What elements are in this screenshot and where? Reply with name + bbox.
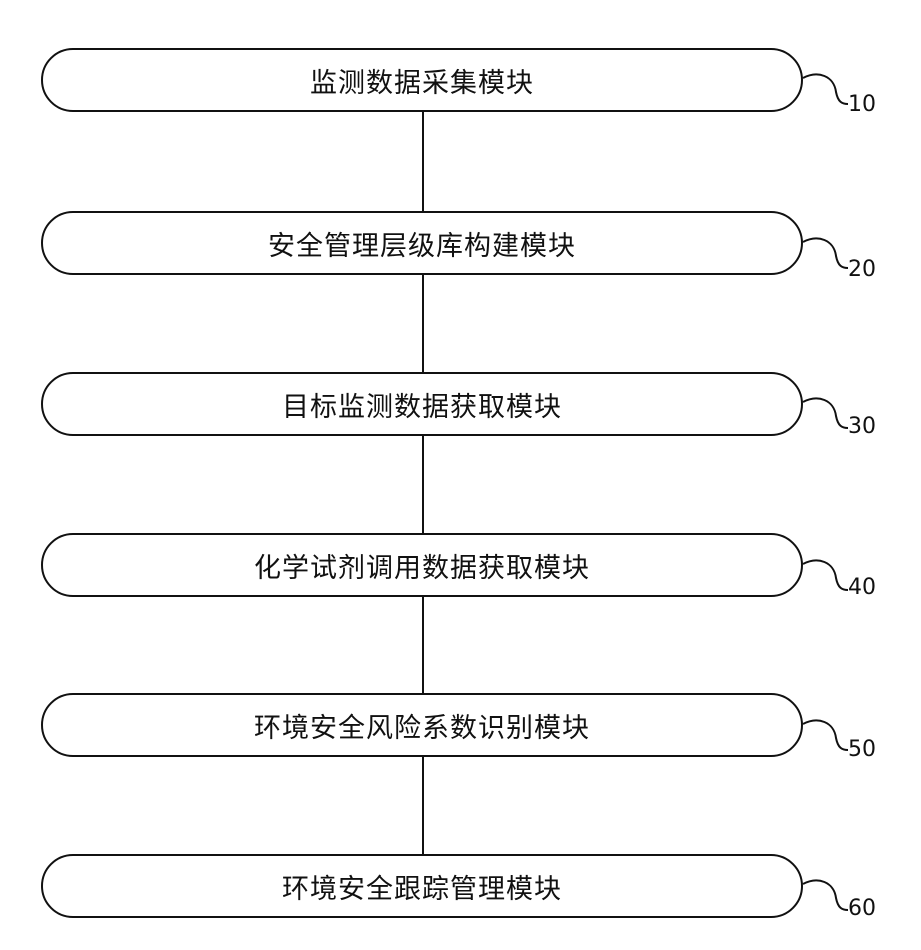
leader-30	[803, 398, 848, 428]
reference-number-10: 10	[848, 92, 876, 117]
module-60: 环境安全跟踪管理模块	[41, 854, 803, 918]
module-50: 环境安全风险系数识别模块	[41, 693, 803, 757]
leader-50	[803, 720, 848, 750]
leader-40	[803, 560, 848, 590]
leader-60	[803, 880, 848, 910]
module-label: 安全管理层级库构建模块	[268, 224, 576, 263]
reference-number-50: 50	[848, 737, 876, 762]
module-label: 目标监测数据获取模块	[282, 385, 562, 424]
module-label: 化学试剂调用数据获取模块	[254, 546, 590, 585]
module-40: 化学试剂调用数据获取模块	[41, 533, 803, 597]
reference-number-30: 30	[848, 414, 876, 439]
leader-10	[803, 74, 848, 104]
leader-20	[803, 238, 848, 268]
reference-number-40: 40	[848, 575, 876, 600]
module-10: 监测数据采集模块	[41, 48, 803, 112]
module-label: 环境安全跟踪管理模块	[282, 867, 562, 906]
module-30: 目标监测数据获取模块	[41, 372, 803, 436]
module-label: 环境安全风险系数识别模块	[254, 706, 590, 745]
reference-number-60: 60	[848, 896, 876, 921]
module-20: 安全管理层级库构建模块	[41, 211, 803, 275]
module-label: 监测数据采集模块	[310, 61, 534, 100]
reference-number-20: 20	[848, 257, 876, 282]
